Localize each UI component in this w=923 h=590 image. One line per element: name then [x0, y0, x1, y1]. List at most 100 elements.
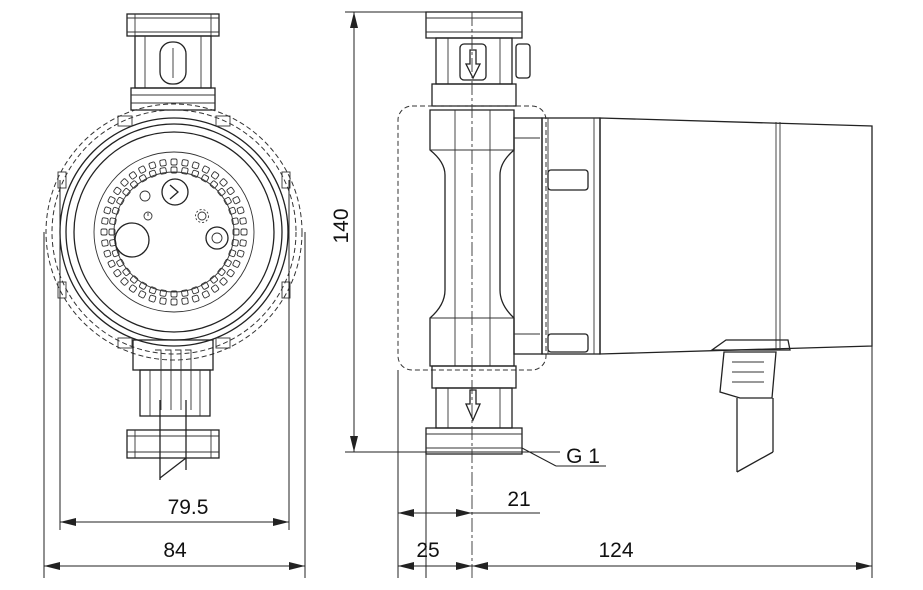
led-segment [107, 196, 116, 205]
flow-arrow-down-icon [464, 49, 482, 80]
led-segment [111, 249, 120, 258]
dim-84-label: 84 [163, 539, 187, 562]
led-segment [201, 165, 210, 174]
thread-label: G 1 [566, 445, 600, 468]
led-segment [217, 267, 226, 276]
led-segment [181, 297, 189, 305]
led-segment [226, 269, 235, 278]
led-segment [100, 228, 108, 236]
led-segment [239, 217, 247, 225]
led-segment [223, 259, 232, 267]
led-segment [116, 197, 125, 205]
led-segment [130, 180, 139, 189]
led-segment [240, 228, 248, 236]
led-segment [108, 228, 116, 236]
dim-124-label: 124 [598, 539, 633, 562]
led-segment [159, 289, 167, 297]
led-segment [191, 169, 200, 178]
side-view: 140 [330, 11, 873, 578]
led-ring [100, 158, 248, 306]
led-segment [128, 171, 137, 180]
gear-icon [197, 211, 207, 221]
led-segment [128, 284, 137, 293]
led-segment [219, 178, 228, 187]
led-segment [120, 178, 129, 187]
front-top-connection [126, 13, 220, 111]
led-segment [148, 161, 157, 170]
dim-140-label: 140 [330, 208, 353, 243]
led-segment [116, 259, 125, 267]
led-segment [170, 158, 178, 166]
led-segment [211, 284, 220, 293]
motor-housing [599, 117, 873, 355]
led-segment [228, 249, 237, 258]
led-segment [138, 290, 147, 299]
side-bottom-union [425, 365, 523, 455]
led-segment [181, 159, 189, 167]
side-cable-gland [709, 339, 791, 473]
led-segment [109, 217, 117, 225]
led-segment [122, 267, 131, 276]
control-panel [100, 158, 248, 306]
chevron-button-icon [161, 178, 189, 206]
pump-mode-icon [205, 226, 229, 250]
led-segment [201, 174, 209, 183]
led-segment [181, 289, 189, 297]
led-segment [138, 165, 147, 174]
led-segment [139, 281, 147, 290]
led-segment [170, 166, 178, 174]
led-segment [209, 275, 218, 284]
led-segment [209, 180, 218, 189]
led-segment [101, 239, 109, 247]
led-segment [148, 286, 157, 295]
led-segment [159, 297, 167, 305]
led-segment [191, 294, 200, 303]
led-segment [228, 206, 237, 215]
mode-button [114, 222, 150, 258]
led-segment [232, 228, 240, 236]
led-segment [101, 217, 109, 225]
led-segment [219, 277, 228, 286]
led-segment [122, 188, 131, 197]
front-bottom-connection [126, 339, 220, 480]
led-segment [217, 188, 226, 197]
led-segment [232, 259, 241, 268]
led-segment [201, 290, 210, 299]
led-segment [170, 290, 178, 298]
side-top-union [425, 11, 531, 107]
led-segment [107, 259, 116, 268]
led-segment [191, 286, 200, 295]
led-segment [232, 196, 241, 205]
dim-21-label: 21 [507, 488, 530, 511]
led-segment [191, 161, 200, 170]
led-segment [231, 239, 239, 247]
dim-79-5-label: 79.5 [168, 496, 209, 519]
led-segment [113, 269, 122, 278]
led-segment [201, 281, 209, 290]
led-segment [148, 169, 157, 178]
led-segment [109, 239, 117, 247]
led-segment [231, 217, 239, 225]
led-segment [113, 186, 122, 195]
led-segment [236, 249, 245, 258]
led-segment [130, 275, 139, 284]
led-segment [120, 277, 129, 286]
led-segment [170, 298, 178, 306]
led-segment [236, 206, 245, 215]
clock-icon [143, 211, 153, 221]
led-segment [139, 174, 147, 183]
side-pump-body [397, 105, 873, 371]
flow-arrow-down-icon-2 [465, 389, 481, 422]
led-segment [111, 206, 120, 215]
led-segment [226, 186, 235, 195]
led-segment [103, 206, 112, 215]
led-segment [223, 197, 232, 205]
led-segment [211, 171, 220, 180]
front-view: 79.5 84 [43, 13, 306, 578]
led-segment [181, 167, 189, 175]
led-segment [159, 159, 167, 167]
front-housing [45, 103, 303, 361]
power-led-icon [139, 190, 151, 202]
led-segment [239, 239, 247, 247]
